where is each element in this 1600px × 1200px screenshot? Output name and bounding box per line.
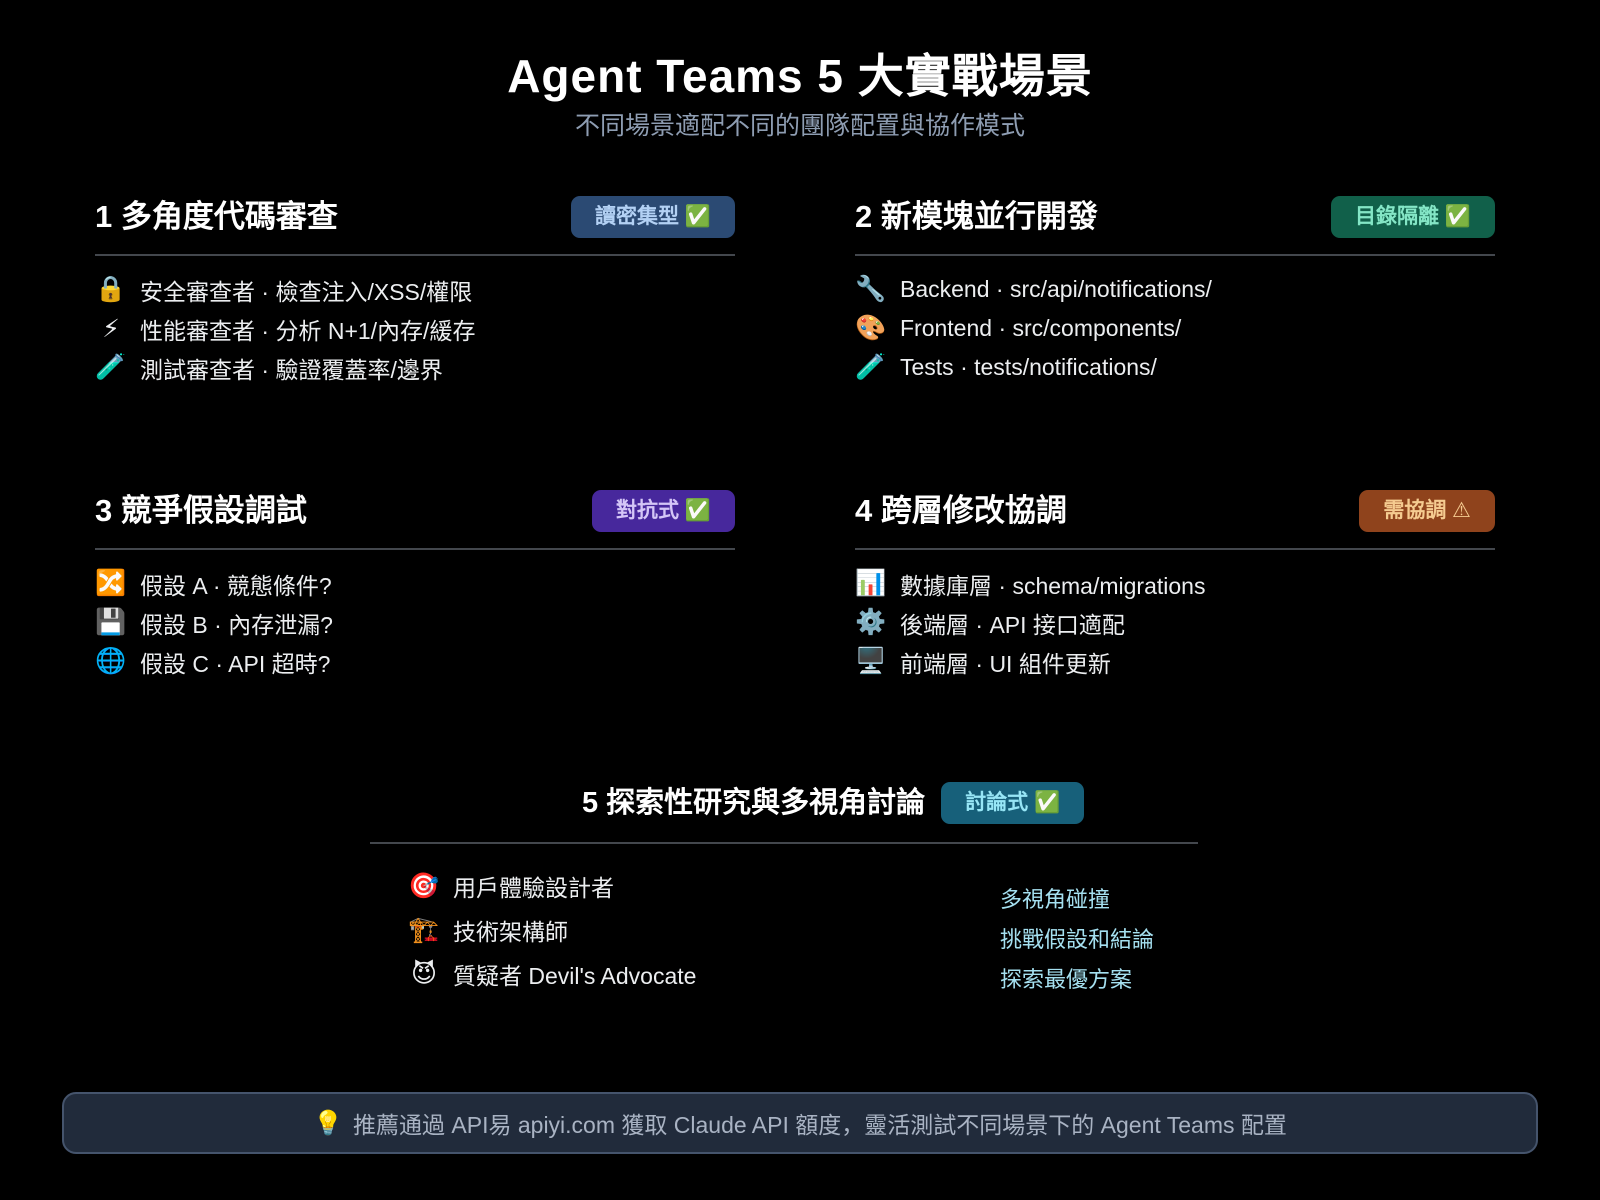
list-item: 🧪 測試審查者 · 驗證覆蓋率/邊界 <box>95 348 735 387</box>
list-item: ⚙️ 後端層 · API 接口適配 <box>855 603 1495 642</box>
page-title: Agent Teams 5 大實戰場景 <box>507 50 1093 102</box>
item-label: 前端層 · UI 組件更新 <box>900 650 1111 677</box>
test-tube-icon: 🧪 <box>95 353 127 381</box>
item-list: 🔧 Backend · src/api/notifications/ 🎨 Fro… <box>855 270 1495 387</box>
section-title: 3 競爭假設調試 <box>95 493 307 528</box>
section-code-review: 1 多角度代碼審查 讀密集型 ✅ 🔒 安全審查者 · 檢查注入/XSS/權限 ⚡… <box>95 196 735 387</box>
item-label: 測試審查者 · 驗證覆蓋率/邊界 <box>140 356 443 383</box>
section-header: 4 跨層修改協調 需協調 ⚠ <box>855 490 1495 550</box>
item-label: 質疑者 Devil's Advocate <box>453 963 697 989</box>
outcomes-list: 多視角碰撞 挑戰假設和結論 探索最優方案 <box>1000 864 1154 1000</box>
section-header: 3 競爭假設調試 對抗式 ✅ <box>95 490 735 550</box>
list-item: 🔀 假設 A · 競態條件? <box>95 564 735 603</box>
section-header: 2 新模塊並行開發 目錄隔離 ✅ <box>855 196 1495 256</box>
list-item: 🔒 安全審查者 · 檢查注入/XSS/權限 <box>95 270 735 309</box>
check-icon: ✅ <box>684 205 711 228</box>
gear-icon: ⚙️ <box>855 608 887 636</box>
status-badge: 討論式 ✅ <box>941 782 1085 824</box>
item-label: 技術架構師 <box>453 919 568 945</box>
item-label: Tests · tests/notifications/ <box>900 354 1157 380</box>
section-cross-layer: 4 跨層修改協調 需協調 ⚠ 📊 數據庫層 · schema/migration… <box>855 490 1495 681</box>
item-list: 🔒 安全審查者 · 檢查注入/XSS/權限 ⚡ 性能審查者 · 分析 N+1/內… <box>95 270 735 387</box>
outcome-item: 探索最優方案 <box>1000 967 1133 992</box>
list-item: ⚡ 性能審查者 · 分析 N+1/內存/緩存 <box>95 309 735 348</box>
section-hypothesis-debug: 3 競爭假設調試 對抗式 ✅ 🔀 假設 A · 競態條件? 💾 假設 B · 內… <box>95 490 735 681</box>
footer-tip-text: 推薦通過 API易 apiyi.com 獲取 Claude API 額度，靈活測… <box>353 1112 1287 1138</box>
footer-tip-bar: 💡 推薦通過 API易 apiyi.com 獲取 Claude API 額度，靈… <box>62 1092 1538 1154</box>
badge-label: 對抗式 <box>616 499 679 522</box>
list-item: 🏗️ 技術架構師 <box>408 908 1000 952</box>
section-exploratory-research: 5 探索性研究與多視角討論 討論式 ✅ 🎯 用戶體驗設計者 🏗️ 技術架構師 😈… <box>370 782 1198 1000</box>
badge-label: 討論式 <box>965 791 1029 814</box>
list-item: 🎯 用戶體驗設計者 <box>408 864 1000 908</box>
item-label: 性能審查者 · 分析 N+1/內存/緩存 <box>140 317 476 344</box>
outcome-item: 多視角碰撞 <box>1000 887 1111 912</box>
item-list: 🔀 假設 A · 競態條件? 💾 假設 B · 內存泄漏? 🌐 假設 C · A… <box>95 564 735 681</box>
section-title: 2 新模塊並行開發 <box>855 199 1098 234</box>
section-title: 4 跨層修改協調 <box>855 493 1067 528</box>
item-label: 假設 C · API 超時? <box>140 650 331 677</box>
badge-label: 需協調 <box>1383 499 1447 522</box>
bar-chart-icon: 📊 <box>855 569 887 597</box>
check-icon: ✅ <box>684 499 711 522</box>
test-tube-icon: 🧪 <box>855 353 887 381</box>
devil-icon: 😈 <box>410 960 438 988</box>
status-badge: 讀密集型 ✅ <box>571 196 735 238</box>
badge-label: 目錄隔離 <box>1355 205 1439 228</box>
wrench-icon: 🔧 <box>855 275 887 303</box>
list-item: 🧪 Tests · tests/notifications/ <box>855 348 1495 387</box>
item-label: 數據庫層 · schema/migrations <box>900 572 1206 599</box>
item-list: 📊 數據庫層 · schema/migrations ⚙️ 後端層 · API … <box>855 564 1495 681</box>
monitor-icon: 🖥️ <box>855 647 887 675</box>
status-badge: 對抗式 ✅ <box>592 490 735 532</box>
roles-list: 🎯 用戶體驗設計者 🏗️ 技術架構師 😈 質疑者 Devil's Advocat… <box>408 864 1000 1000</box>
list-item: 😈 質疑者 Devil's Advocate <box>408 952 1000 996</box>
section-content: 🎯 用戶體驗設計者 🏗️ 技術架構師 😈 質疑者 Devil's Advocat… <box>370 864 1198 1000</box>
list-item: 🎨 Frontend · src/components/ <box>855 309 1495 348</box>
palette-icon: 🎨 <box>855 314 887 342</box>
item-label: Backend · src/api/notifications/ <box>900 276 1212 302</box>
check-icon: ✅ <box>1034 791 1061 814</box>
list-item: 🌐 假設 C · API 超時? <box>95 642 735 681</box>
floppy-disk-icon: 💾 <box>95 608 127 636</box>
list-item: 💾 假設 B · 內存泄漏? <box>95 603 735 642</box>
item-label: 假設 B · 內存泄漏? <box>140 611 333 638</box>
list-item: 🖥️ 前端層 · UI 組件更新 <box>855 642 1495 681</box>
badge-label: 讀密集型 <box>595 205 679 228</box>
target-icon: 🎯 <box>408 871 440 900</box>
item-label: Frontend · src/components/ <box>900 315 1182 341</box>
globe-icon: 🌐 <box>95 647 127 675</box>
check-icon: ✅ <box>1444 205 1471 228</box>
section-title: 1 多角度代碼審查 <box>95 199 338 234</box>
section-header: 1 多角度代碼審查 讀密集型 ✅ <box>95 196 735 256</box>
outcome-item: 挑戰假設和結論 <box>1000 927 1155 952</box>
status-badge: 需協調 ⚠ <box>1359 490 1495 532</box>
shuffle-icon: 🔀 <box>95 569 127 597</box>
status-badge: 目錄隔離 ✅ <box>1331 196 1495 238</box>
list-item: 📊 數據庫層 · schema/migrations <box>855 564 1495 603</box>
section-parallel-dev: 2 新模塊並行開發 目錄隔離 ✅ 🔧 Backend · src/api/not… <box>855 196 1495 387</box>
lock-icon: 🔒 <box>95 275 127 303</box>
list-item: 🔧 Backend · src/api/notifications/ <box>855 270 1495 309</box>
item-label: 安全審查者 · 檢查注入/XSS/權限 <box>140 278 473 305</box>
bulb-icon: 💡 <box>313 1109 344 1137</box>
item-label: 用戶體驗設計者 <box>453 875 614 901</box>
item-label: 假設 A · 競態條件? <box>140 572 332 599</box>
lightning-icon: ⚡ <box>102 314 120 343</box>
page-subtitle: 不同場景適配不同的團隊配置與協作模式 <box>574 112 1025 140</box>
section-header: 5 探索性研究與多視角討論 討論式 ✅ <box>370 782 1198 844</box>
item-label: 後端層 · API 接口適配 <box>900 611 1125 638</box>
crane-icon: 🏗️ <box>408 915 440 944</box>
section-title: 5 探索性研究與多視角討論 <box>582 787 926 819</box>
warning-icon: ⚠ <box>1452 499 1471 522</box>
